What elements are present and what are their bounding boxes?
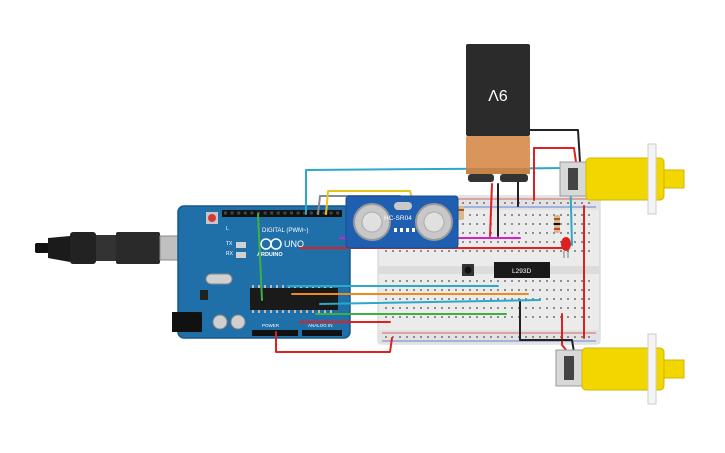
sensor-label: HC-SR04 <box>384 215 412 222</box>
dc-motor-bottom <box>555 333 685 405</box>
tx-label: TX <box>226 241 233 247</box>
usb-cable-icon <box>35 232 183 264</box>
rx-label: RX <box>226 251 234 257</box>
wire-green-vertical <box>257 213 263 301</box>
dc-motor-top <box>559 143 685 215</box>
wire-red-power <box>275 331 393 353</box>
battery-label: 9V <box>488 86 508 103</box>
wire-black-motor2 <box>519 299 575 353</box>
power-header-label: POWER <box>262 323 280 328</box>
driver-chip-label: L293D <box>512 268 531 275</box>
wire-red-motor1 <box>533 147 577 201</box>
l-led-label: L <box>226 226 229 232</box>
arduino-logo <box>260 238 282 250</box>
ultrasonic-sensor-hc-sr04: HC-SR04 <box>345 195 459 249</box>
digital-header-label: DIGITAL (PWM~) <box>262 228 309 234</box>
resistor-icon <box>458 206 464 220</box>
wire-cyan <box>305 167 573 246</box>
arduino-uno-board: DIGITAL (PWM~) UNO ARDUINO TX RX L POWER… <box>172 205 351 339</box>
analog-header-label: ANALOG IN <box>308 323 333 328</box>
push-button-icon <box>462 264 474 276</box>
reset-button <box>208 214 216 222</box>
wire-blue-signal <box>319 299 541 305</box>
l293d-driver-chip: L293D <box>494 262 550 278</box>
board-model-label: UNO <box>284 239 304 249</box>
board-brand-label: ARDUINO <box>257 252 283 258</box>
resistor-icon <box>554 215 560 233</box>
battery-9v: 9V <box>466 44 530 182</box>
wire-red-battery <box>489 183 493 237</box>
